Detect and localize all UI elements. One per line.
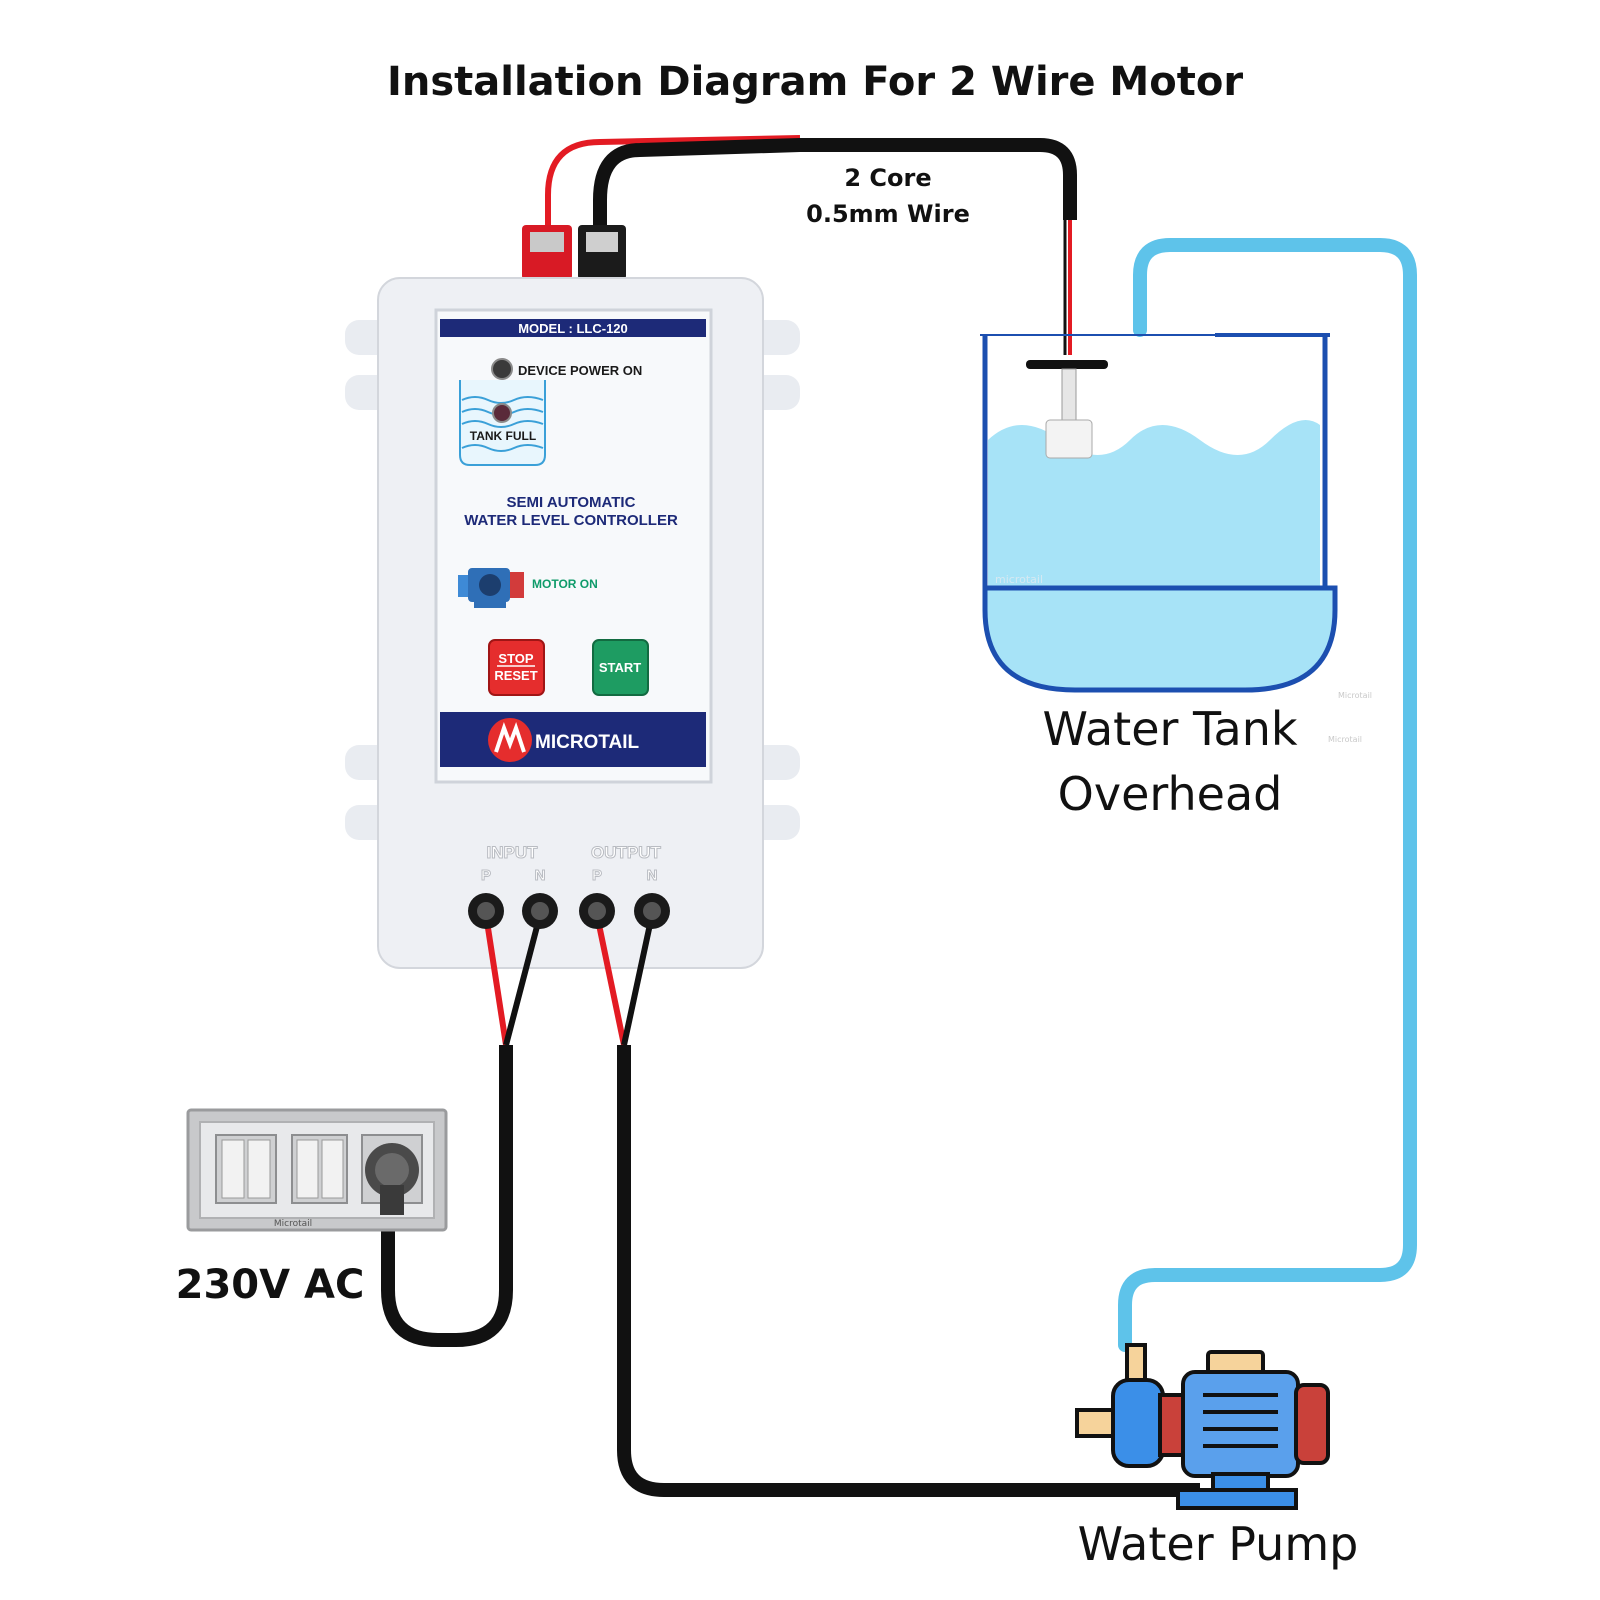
power-supply-label: 230V AC bbox=[176, 1262, 365, 1308]
tank-full-label: TANK FULL bbox=[470, 429, 536, 443]
float-switch bbox=[1026, 360, 1108, 459]
terminal-label-output-p: P bbox=[592, 867, 602, 884]
stop-button-label: STOP bbox=[498, 651, 533, 666]
brand-name: MICROTAIL bbox=[535, 732, 640, 753]
tank-label-line2: Overhead bbox=[1058, 767, 1283, 821]
float-switch-cable bbox=[545, 135, 1077, 355]
watermark-right-1: Microtail bbox=[1338, 691, 1372, 700]
model-label: MODEL : LLC-120 bbox=[518, 321, 628, 336]
product-name-line1: SEMI AUTOMATIC bbox=[507, 494, 636, 511]
terminal-label-output-n: N bbox=[647, 867, 658, 884]
output-wires bbox=[594, 914, 1200, 1497]
tank-label-line1: Water Tank bbox=[1042, 702, 1297, 756]
cable-label-line2: 0.5mm Wire bbox=[806, 200, 970, 228]
watermark-switchboard: Microtail bbox=[274, 1219, 312, 1229]
terminal-label-input-p: P bbox=[481, 867, 491, 884]
output-label: OUTPUT bbox=[591, 843, 662, 862]
start-button[interactable]: START bbox=[592, 639, 649, 696]
terminal-label-input-n: N bbox=[535, 867, 546, 884]
motor-icon bbox=[458, 568, 524, 608]
cable-label-line1: 2 Core bbox=[844, 164, 931, 192]
stop-reset-button[interactable]: STOP RESET bbox=[488, 639, 545, 696]
start-button-label: START bbox=[599, 660, 641, 675]
input-label: INPUT bbox=[487, 843, 539, 862]
power-led-label: DEVICE POWER ON bbox=[518, 363, 642, 378]
pump-label: Water Pump bbox=[1078, 1517, 1359, 1571]
water-pipe bbox=[1118, 238, 1417, 1352]
power-plug bbox=[365, 1143, 419, 1215]
power-led bbox=[491, 358, 513, 380]
motor-on-label: MOTOR ON bbox=[532, 577, 598, 591]
top-terminals bbox=[522, 225, 626, 280]
watermark-tank: microtail bbox=[995, 573, 1043, 586]
water-pump bbox=[1075, 1343, 1330, 1510]
input-wires bbox=[381, 914, 543, 1347]
bottom-terminals bbox=[468, 893, 670, 929]
tank-full-led bbox=[492, 403, 512, 423]
product-name-line2: WATER LEVEL CONTROLLER bbox=[464, 512, 678, 529]
water-tank bbox=[980, 333, 1338, 693]
watermark-right-2: Microtail bbox=[1328, 735, 1362, 744]
diagram-title: Installation Diagram For 2 Wire Motor bbox=[387, 59, 1243, 105]
reset-button-label: RESET bbox=[494, 668, 537, 683]
brand-logo: MICROTAIL bbox=[488, 718, 640, 762]
controller-unit bbox=[345, 277, 800, 969]
